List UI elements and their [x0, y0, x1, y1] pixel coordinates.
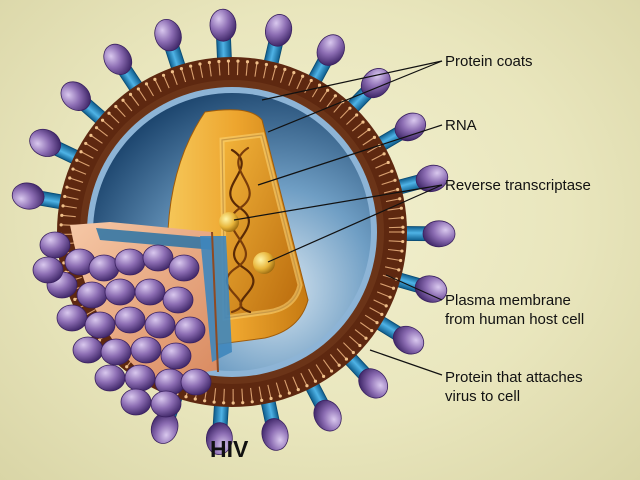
label-protein-coats: Protein coats	[445, 53, 533, 70]
label-reverse-transcriptase: Reverse transcriptase	[445, 177, 591, 194]
rna-strands	[225, 146, 255, 314]
cluster-spike-20	[160, 342, 192, 370]
label-plasma-membrane-line-2: from human host cell	[445, 311, 585, 328]
label-attach-protein-line-1: Protein that attaches	[445, 369, 583, 386]
cluster-spike-21	[94, 364, 126, 392]
spike-cluster-cutaway	[32, 231, 212, 418]
cluster-spike-8	[76, 281, 108, 309]
leader-protein-coats-1	[261, 60, 443, 101]
leader-plasma-membrane	[385, 274, 443, 301]
cluster-spike-19	[130, 336, 162, 364]
cluster-spike-12	[56, 304, 88, 332]
leader-rt-2	[267, 184, 443, 263]
cluster-spike-11	[162, 286, 194, 314]
reverse-transcriptase-2	[253, 252, 275, 274]
reverse-transcriptase-1	[219, 212, 239, 232]
leader-rna	[257, 124, 443, 186]
cluster-spike-10	[134, 278, 166, 306]
cluster-spike-3	[88, 254, 120, 282]
label-plasma-membrane: Plasma membrane from human host cell	[445, 291, 584, 329]
cluster-spike-4	[114, 248, 146, 276]
cluster-spike-25	[120, 388, 152, 416]
cluster-spike-16	[174, 316, 206, 344]
leader-protein-coats-2	[267, 60, 443, 133]
cluster-spike-5	[142, 244, 174, 272]
cluster-spike-14	[114, 306, 146, 334]
cluster-spike-18	[100, 338, 132, 366]
cluster-spike-6	[168, 254, 200, 282]
label-rna: RNA	[445, 117, 477, 134]
diagram-title: HIV	[210, 436, 249, 462]
label-attach-protein: Protein that attaches virus to cell	[445, 368, 583, 406]
leader-lines	[233, 60, 443, 376]
label-plasma-membrane-line-1: Plasma membrane	[445, 292, 571, 309]
leader-rt-1	[233, 184, 443, 221]
label-attach-protein-line-2: virus to cell	[445, 388, 521, 405]
cluster-spike-24	[180, 368, 212, 396]
leader-attach-protein	[369, 349, 443, 376]
cluster-spike-13	[84, 311, 116, 339]
cluster-spike-1	[39, 231, 71, 259]
cluster-spike-15	[144, 311, 176, 339]
cluster-spike-17	[72, 336, 104, 364]
cluster-spike-26	[150, 390, 182, 418]
cluster-spike-22	[124, 364, 156, 392]
spike-7	[262, 14, 293, 75]
cluster-spike-27	[32, 256, 64, 284]
cluster-spike-9	[104, 278, 136, 306]
